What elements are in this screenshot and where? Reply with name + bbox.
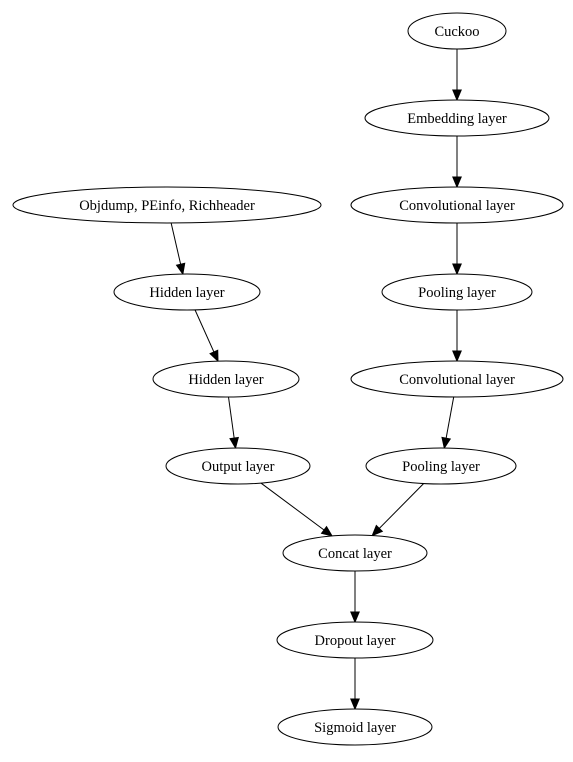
node-hidden2: Hidden layer	[152, 360, 300, 398]
node-conv2: Convolutional layer	[350, 360, 564, 398]
node-embedding-label: Embedding layer	[407, 111, 507, 127]
node-static-features: Objdump, PEinfo, Richheader	[12, 186, 322, 224]
node-pool2: Pooling layer	[365, 447, 517, 485]
node-dropout: Dropout layer	[276, 621, 434, 659]
edge-line	[194, 309, 215, 353]
edge-concat-to-dropout	[350, 571, 360, 624]
edges-layer	[170, 49, 462, 711]
node-pool2-shape	[365, 447, 517, 485]
node-pool2-label: Pooling layer	[402, 459, 480, 475]
node-static-features-shape	[12, 186, 322, 224]
edge-line	[170, 222, 182, 265]
edge-hidden1-to-hidden2	[194, 309, 219, 363]
edge-hidden2-to-output	[227, 396, 239, 450]
node-sigmoid-label: Sigmoid layer	[314, 720, 396, 736]
node-output-label: Output layer	[202, 459, 275, 475]
arrowhead-icon	[371, 524, 384, 537]
arrowhead-icon	[350, 698, 360, 711]
node-hidden1: Hidden layer	[113, 273, 261, 311]
edge-dropout-to-sigmoid	[350, 658, 360, 711]
node-embedding-shape	[364, 99, 550, 137]
node-embedding: Embedding layer	[364, 99, 550, 137]
arrowhead-icon	[209, 349, 219, 363]
node-cuckoo-shape	[407, 12, 507, 50]
node-static-features-label: Objdump, PEinfo, Richheader	[79, 198, 255, 214]
arrowhead-icon	[229, 436, 239, 450]
arrowhead-icon	[441, 436, 452, 450]
node-hidden1-shape	[113, 273, 261, 311]
edge-conv1-to-pool1	[452, 223, 462, 276]
edge-line	[260, 482, 325, 531]
edge-output-to-concat	[260, 482, 334, 537]
node-concat-label: Concat layer	[318, 546, 392, 562]
node-conv1-label: Convolutional layer	[399, 198, 515, 214]
edge-conv2-to-pool2	[441, 396, 455, 450]
node-conv2-label: Convolutional layer	[399, 372, 515, 388]
node-output-shape	[165, 447, 311, 485]
arrowhead-icon	[320, 525, 334, 537]
arrowhead-icon	[452, 350, 462, 363]
edge-pool1-to-conv2	[452, 310, 462, 363]
arrowhead-icon	[175, 262, 186, 276]
arrowhead-icon	[350, 611, 360, 624]
node-pool1-shape	[381, 273, 533, 311]
arrowhead-icon	[452, 176, 462, 189]
node-concat-shape	[282, 534, 428, 572]
nodes-layer: Cuckoo Embedding layer Convolutional lay…	[12, 12, 564, 746]
node-pool1-label: Pooling layer	[418, 285, 496, 301]
node-cuckoo-label: Cuckoo	[434, 24, 479, 40]
node-conv1-shape	[350, 186, 564, 224]
node-cuckoo: Cuckoo	[407, 12, 507, 50]
node-output: Output layer	[165, 447, 311, 485]
node-concat: Concat layer	[282, 534, 428, 572]
edge-static-to-hidden1	[170, 222, 186, 276]
edge-pool2-to-concat	[371, 483, 425, 537]
arrowhead-icon	[452, 263, 462, 276]
edge-line	[378, 483, 425, 529]
node-sigmoid-shape	[277, 708, 433, 746]
node-hidden1-label: Hidden layer	[149, 285, 224, 301]
edge-line	[445, 396, 455, 439]
node-hidden2-shape	[152, 360, 300, 398]
node-pool1: Pooling layer	[381, 273, 533, 311]
arrowhead-icon	[452, 89, 462, 102]
node-sigmoid: Sigmoid layer	[277, 708, 433, 746]
node-dropout-label: Dropout layer	[315, 633, 396, 649]
node-conv2-shape	[350, 360, 564, 398]
edge-embedding-to-conv1	[452, 136, 462, 189]
edge-line	[227, 396, 235, 439]
edge-cuckoo-to-embedding	[452, 49, 462, 102]
node-dropout-shape	[276, 621, 434, 659]
node-conv1: Convolutional layer	[350, 186, 564, 224]
node-hidden2-label: Hidden layer	[188, 372, 263, 388]
